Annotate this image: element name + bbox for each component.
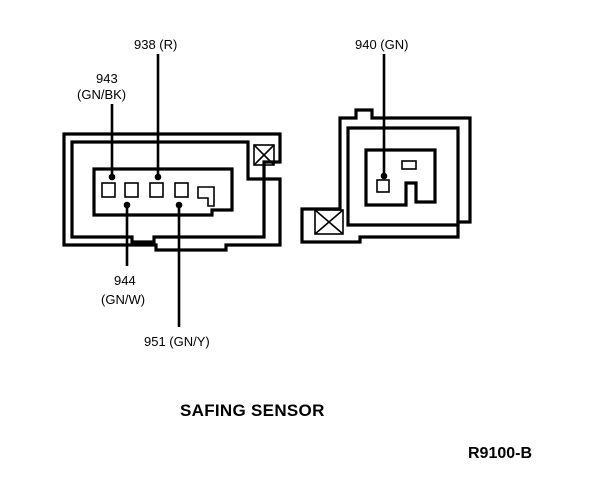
wire-951	[175, 201, 183, 327]
wire-938	[154, 54, 162, 181]
right-connector-inner-housing	[346, 126, 460, 227]
right-connector	[300, 54, 472, 244]
left-connector-lock-icon	[253, 144, 275, 166]
wire-943	[108, 104, 116, 181]
right-connector-key-slot	[401, 160, 417, 170]
left-connector-inner-housing	[70, 140, 266, 244]
label-943-number: 943	[96, 71, 118, 86]
diagram-title: SAFING SENSOR	[180, 401, 325, 420]
label-951: 951 (GN/Y)	[144, 334, 210, 349]
reference-code: R9100-B	[468, 445, 532, 462]
right-connector-lock-icon	[314, 209, 344, 235]
left-connector-latch	[197, 186, 215, 207]
left-connector	[62, 54, 282, 327]
pin-slot-938	[149, 182, 164, 198]
pin-slot-943	[101, 182, 116, 198]
left-connector-outer-housing	[62, 132, 282, 252]
left-connector-terminal-cavity	[92, 167, 234, 217]
pin-slot-940	[376, 179, 390, 193]
label-940: 940 (GN)	[355, 37, 408, 52]
wire-940	[380, 54, 388, 180]
pin-slot-944	[124, 182, 139, 198]
label-944-number: 944	[114, 273, 136, 288]
label-938: 938 (R)	[134, 37, 177, 52]
label-943-color: (GN/BK)	[77, 87, 126, 102]
pin-slot-951	[174, 182, 189, 198]
label-944-color: (GN/W)	[101, 292, 145, 307]
wire-944	[123, 201, 131, 266]
right-connector-terminal-cavity	[364, 148, 437, 207]
